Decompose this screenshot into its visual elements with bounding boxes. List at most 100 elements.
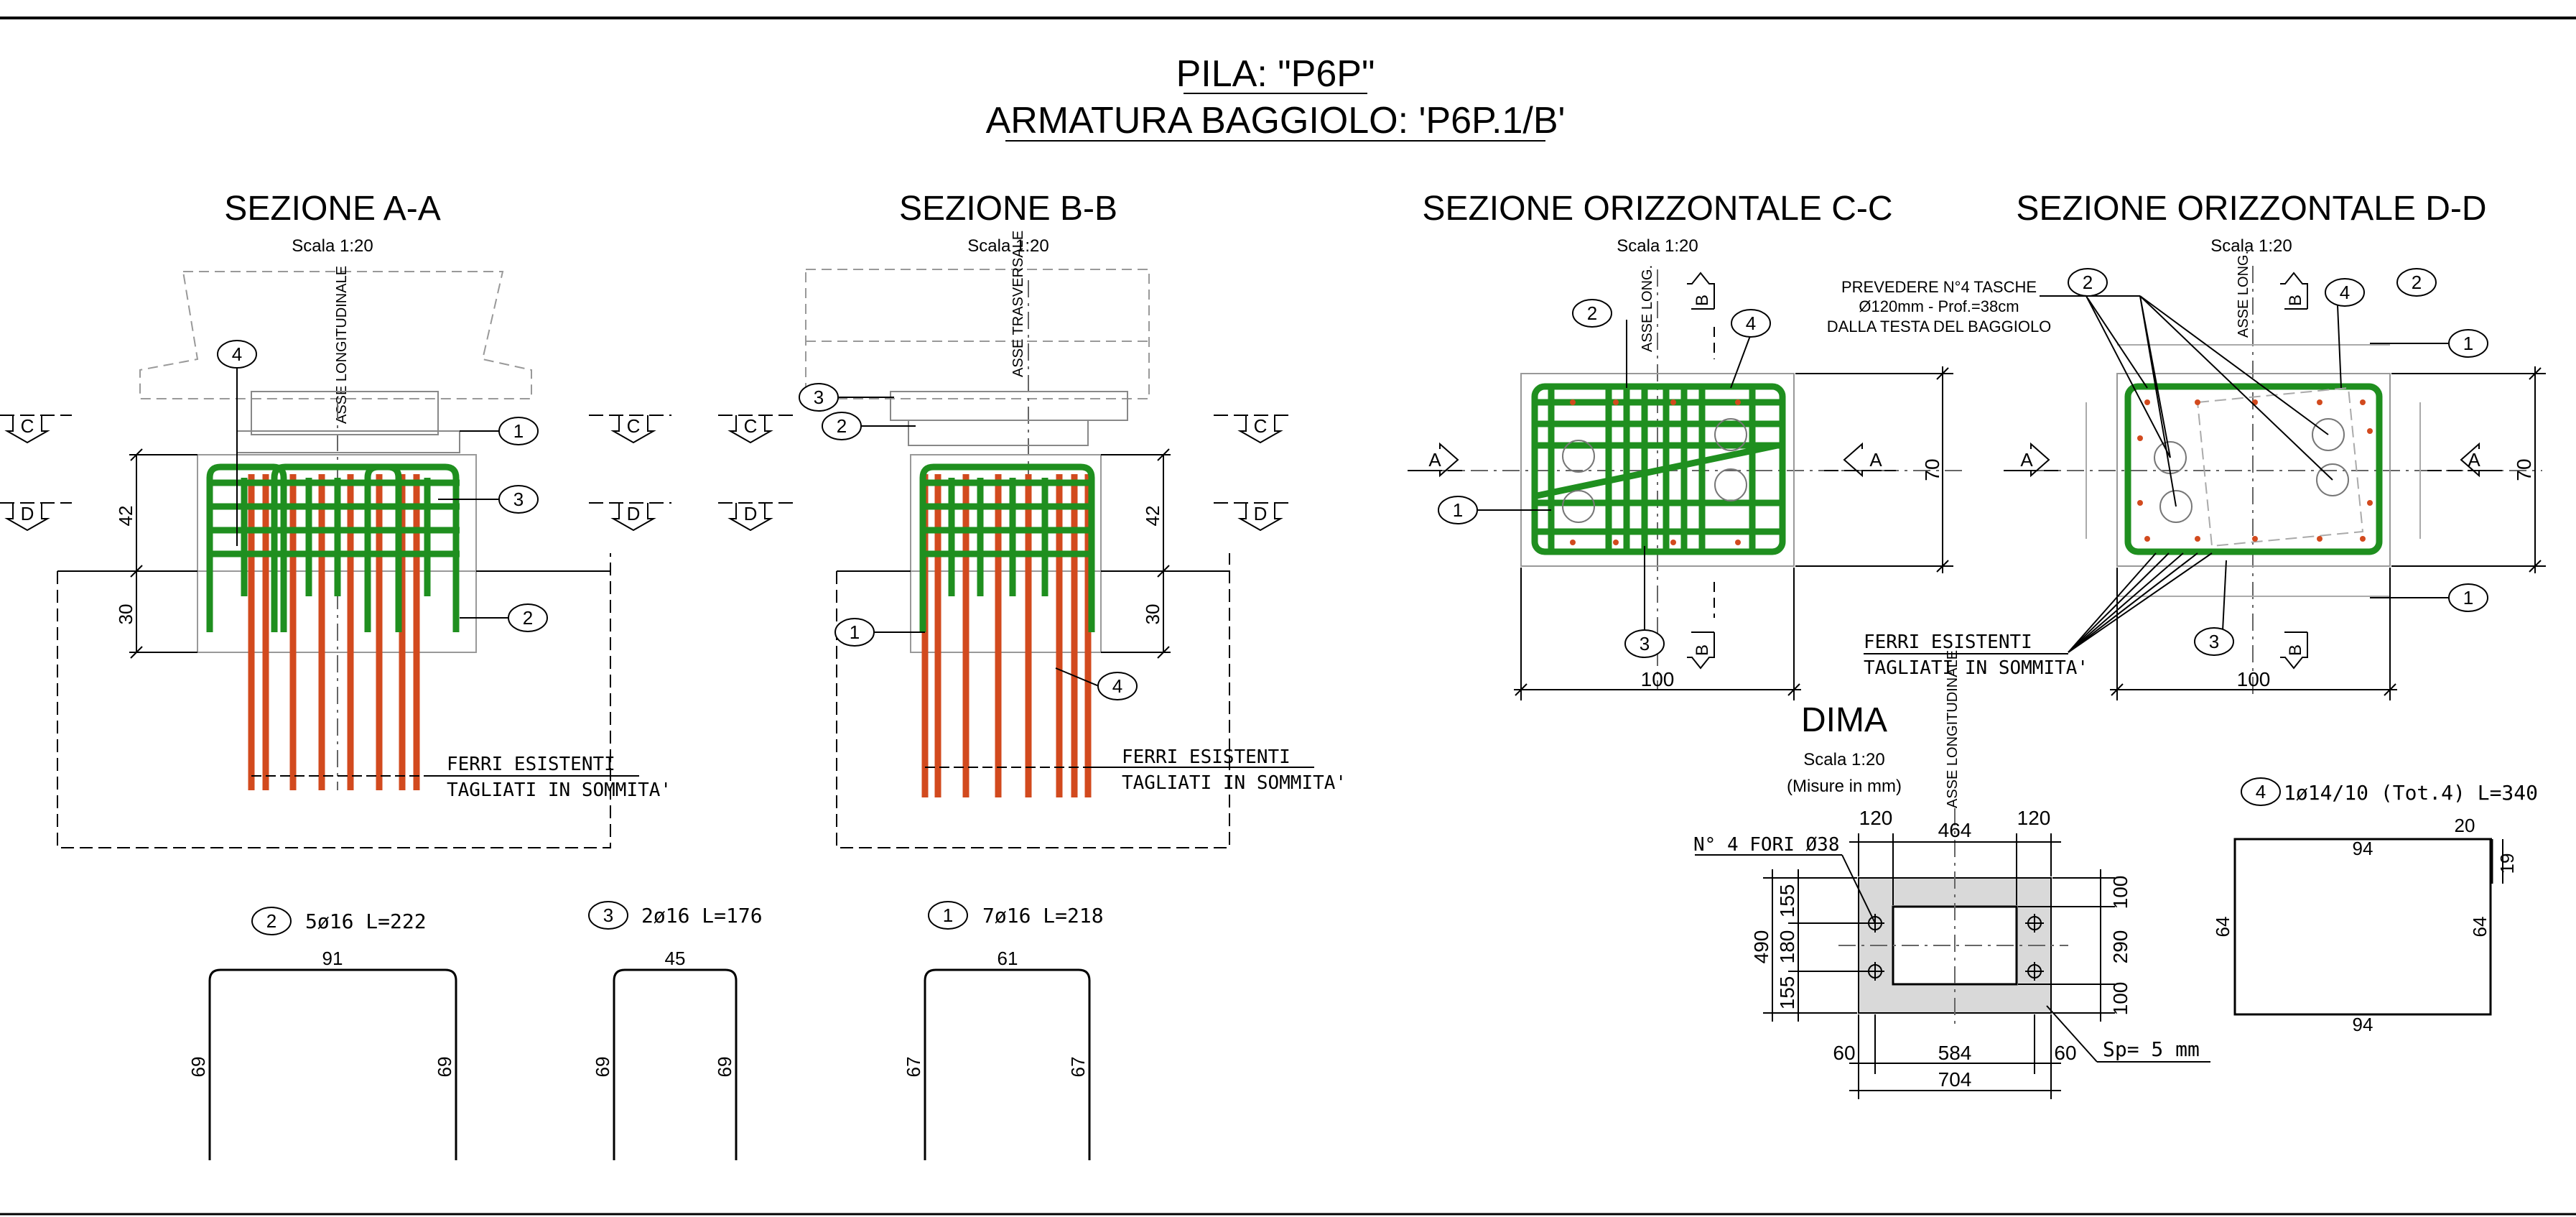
section-cc-mark-b-top: B <box>1693 295 1712 306</box>
callout-aa-2: 2 <box>508 603 548 632</box>
section-aa-dim-top: 42 <box>115 506 136 527</box>
section-dd-mark-a-left: A <box>2020 449 2033 471</box>
callout-bb-2: 2 <box>822 412 862 440</box>
bar1-number: 1 <box>943 904 953 926</box>
section-dd-axis: ASSE LONG. <box>2236 251 2251 338</box>
section-aa-note2: TAGLIATI IN SOMMITA' <box>447 779 671 801</box>
cut-marks <box>0 415 1293 532</box>
bar4-left: 64 <box>2212 917 2233 938</box>
section-cc-mark-b-bottom: B <box>1693 644 1712 656</box>
section-dd-scale: Scala 1:20 <box>2210 236 2292 256</box>
section-aa-dim-bottom: 30 <box>115 604 136 625</box>
bar2-right: 69 <box>434 1057 455 1078</box>
dima-scale: Scala 1:20 <box>1803 750 1884 769</box>
section-cc-axis: ASSE LONG. <box>1640 265 1655 352</box>
svg-text:3: 3 <box>513 489 524 510</box>
svg-text:1: 1 <box>2463 333 2473 354</box>
dima-right-c: 100 <box>2109 982 2131 1016</box>
bar4-right: 64 <box>2469 917 2491 938</box>
section-cc-dim-h: 70 <box>1921 458 1943 481</box>
dima-units: (Misure in mm) <box>1787 777 1902 796</box>
cut-mark-d2: D <box>627 503 641 524</box>
dima-right-b: 290 <box>2109 930 2131 964</box>
bar3-right: 69 <box>714 1057 735 1078</box>
svg-text:4: 4 <box>1746 313 1756 334</box>
section-bb-title: SEZIONE B-B <box>899 190 1117 228</box>
dima-top-left: 120 <box>1859 807 1893 829</box>
callout-cc-1: 1 <box>1438 496 1478 524</box>
section-bb-note2: TAGLIATI IN SOMMITA' <box>1122 772 1347 794</box>
bar3-top: 45 <box>665 948 686 969</box>
section-dd-mark-a-right: A <box>2468 449 2480 471</box>
svg-text:2: 2 <box>837 415 847 437</box>
section-dd-pocket2: Ø120mm - Prof.=38cm <box>1859 297 2019 315</box>
callout-dd-4: 4 <box>2325 278 2365 307</box>
section-cc-mark-a-left: A <box>1428 449 1441 471</box>
dima-bot-total: 704 <box>1938 1068 1972 1091</box>
bar2-top: 91 <box>322 948 343 969</box>
section-cc-title: SEZIONE ORIZZONTALE C-C <box>1422 190 1892 228</box>
cut-mark-c2: C <box>627 415 641 437</box>
svg-text:4: 4 <box>1112 675 1122 697</box>
section-cc-dim-w: 100 <box>1641 668 1675 690</box>
bar1-left: 67 <box>903 1057 924 1078</box>
svg-text:3: 3 <box>814 387 824 408</box>
bar1-right: 67 <box>1067 1057 1089 1078</box>
section-dd-dim-w: 100 <box>2237 668 2271 690</box>
callout-dd-1a: 1 <box>2448 329 2488 358</box>
sub-title: ARMATURA BAGGIOLO: 'P6P.1/B' <box>986 100 1566 142</box>
section-dd-note2: TAGLIATI IN SOMMITA' <box>1864 657 2088 679</box>
cut-mark-d1: D <box>21 503 34 524</box>
dima-left-a: 155 <box>1776 884 1798 918</box>
svg-text:4: 4 <box>232 343 242 365</box>
cut-mark-c1: C <box>21 415 34 437</box>
section-bb: SEZIONE B-B Scala 1:20 ASSE TRASVERSALE <box>805 190 1347 848</box>
callout-bb-1: 1 <box>834 618 875 647</box>
bar1-label: 7ø16 L=218 <box>982 904 1104 927</box>
bar4-number: 4 <box>2256 781 2266 802</box>
callout-cc-4: 4 <box>1731 309 1771 338</box>
section-dd-pocket1: PREVEDERE N°4 TASCHE <box>1841 278 2037 296</box>
bar4-bottom: 94 <box>2353 1014 2373 1035</box>
dima-bot-mid: 584 <box>1938 1042 1972 1064</box>
dima-bot-left: 60 <box>1833 1042 1855 1064</box>
cut-mark-d3: D <box>744 503 758 524</box>
section-cc: SEZIONE ORIZZONTALE C-C Scala 1:20 ASSE … <box>1408 190 1968 700</box>
bar2-number: 2 <box>266 910 276 932</box>
svg-text:1: 1 <box>513 420 524 442</box>
section-bb-axis: ASSE TRASVERSALE <box>1010 231 1026 377</box>
dima-left-b: 180 <box>1776 930 1798 964</box>
section-bb-dim-bottom: 30 <box>1142 604 1163 625</box>
main-title: PILA: "P6P" <box>1176 53 1375 95</box>
svg-text:2: 2 <box>1587 302 1597 324</box>
section-dd-dim-h: 70 <box>2513 458 2535 481</box>
callout-cc-3: 3 <box>1624 629 1665 658</box>
section-cc-scale: Scala 1:20 <box>1617 236 1698 256</box>
section-dd: SEZIONE ORIZZONTALE D-D Scala 1:20 ASSE … <box>1827 190 2546 700</box>
dima-right-a: 100 <box>2109 876 2131 910</box>
section-aa: SEZIONE A-A Scala 1:20 ASSE LONGITUDINAL… <box>57 190 671 848</box>
callout-bubbles: 4 1 3 2 3 2 1 4 2 4 1 3 2 4 2 1 1 3 <box>217 268 2488 700</box>
cut-mark-c3: C <box>744 415 758 437</box>
section-dd-mark-b-top: B <box>2286 295 2305 306</box>
section-aa-scale: Scala 1:20 <box>292 236 373 256</box>
callout-dd-1b: 1 <box>2448 583 2488 612</box>
svg-text:1: 1 <box>1453 499 1463 521</box>
svg-text:2: 2 <box>523 607 533 629</box>
section-dd-mark-b-bottom: B <box>2286 644 2305 656</box>
section-bb-note1: FERRI ESISTENTI <box>1122 746 1291 768</box>
bar3-label: 2ø16 L=176 <box>641 904 763 927</box>
section-aa-axis: ASSE LONGITUDINALE <box>334 266 350 424</box>
cut-mark-d4: D <box>1254 503 1268 524</box>
section-dd-note1: FERRI ESISTENTI <box>1864 631 2032 653</box>
dima-left-total: 490 <box>1750 930 1772 964</box>
dima-top-right: 120 <box>2017 807 2051 829</box>
callout-aa-3: 3 <box>498 485 539 514</box>
callout-dd-3: 3 <box>2194 627 2234 656</box>
dima-left-c: 155 <box>1776 976 1798 1010</box>
dima-thickness: Sp= 5 mm <box>2103 1037 2200 1061</box>
svg-text:3: 3 <box>1640 633 1650 654</box>
bar2-left: 69 <box>187 1057 209 1078</box>
cut-mark-c4: C <box>1254 415 1268 437</box>
